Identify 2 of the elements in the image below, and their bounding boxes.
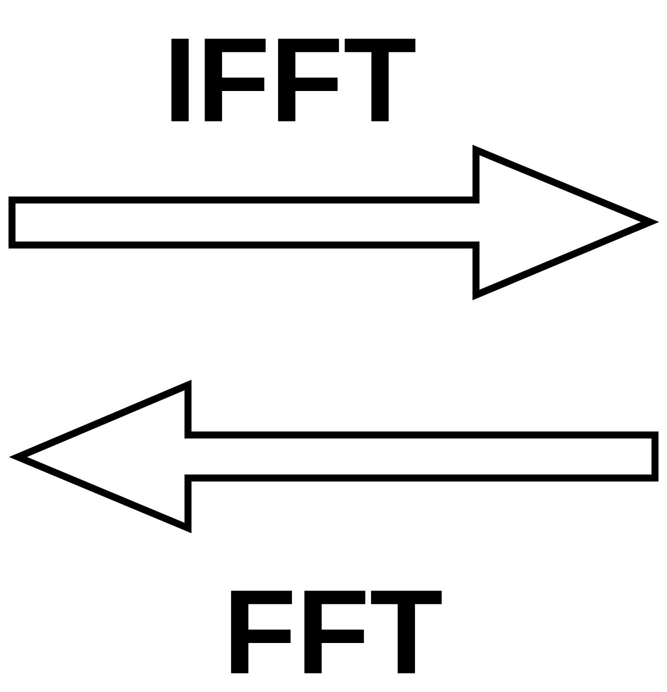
transform-label: FFT bbox=[231, 590, 442, 674]
transform-label: IFFT bbox=[171, 38, 416, 122]
